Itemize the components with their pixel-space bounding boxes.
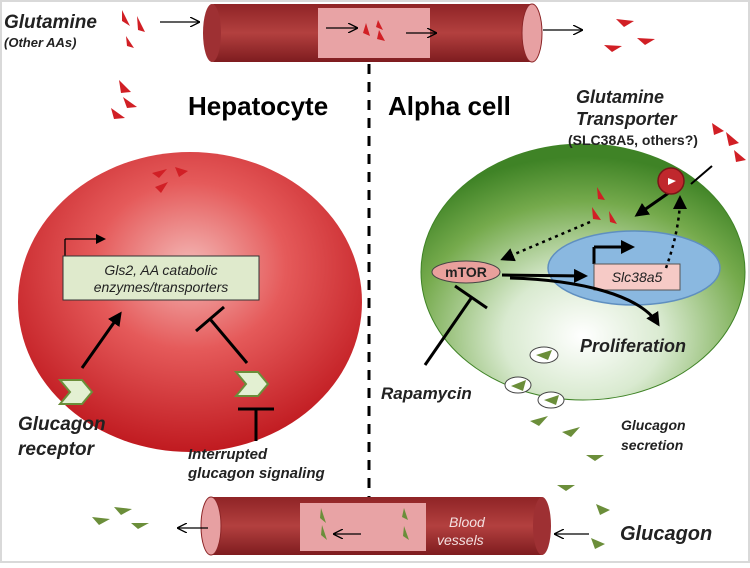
mtor-to-proliferation-arrow (509, 276, 660, 327)
secretion-vesicles (504, 346, 565, 409)
alpha-cell-title: Alpha cell (388, 91, 511, 121)
bottom-blood-vessel (200, 496, 551, 556)
interrupted-signaling-line1: Interrupted (188, 446, 268, 463)
mtor-to-slc38a5-arrow (501, 268, 588, 283)
receptor-activation-arrow (80, 311, 122, 369)
slc38a5-to-transporter-arrow (664, 195, 687, 269)
other-aas-label: (Other AAs) (4, 35, 76, 50)
gene-box-line1: Gls2, AA catabolic (104, 262, 217, 278)
blood-vessels-line2: vessels (437, 532, 484, 548)
glucagon-receptor-line1: Glucagon (18, 414, 106, 435)
top-blood-vessel (203, 3, 543, 63)
glucagon-secretion-line1: Glucagon (621, 417, 686, 433)
transporter-pointer-line (690, 165, 713, 185)
glucagon-receptor-interrupted (233, 371, 270, 397)
glucagon-receptor-active (57, 379, 94, 405)
glucagon-receptor-line2: receptor (18, 439, 96, 460)
glutamine-to-mtor-arrow (500, 220, 591, 262)
proliferation-label: Proliferation (580, 336, 686, 356)
mtor-node (431, 260, 501, 284)
mtor-label: mTOR (445, 264, 487, 280)
hepatocyte-gene-box (62, 234, 260, 301)
transporter-subtitle: (SLC38A5, others?) (568, 132, 698, 148)
gene-box-line2: enzymes/transporters (94, 279, 229, 295)
slc38a5-label: Slc38a5 (612, 269, 663, 285)
glutamine-label: Glutamine (4, 12, 97, 33)
transporter-import-arrow (634, 190, 671, 217)
rapamycin-label: Rapamycin (381, 384, 472, 403)
interrupted-signaling-line2: glucagon signaling (187, 465, 325, 482)
slc38a5-gene-box (592, 240, 681, 291)
glucagon-label: Glucagon (620, 523, 712, 545)
glucagon-secretion-line2: secretion (621, 437, 683, 453)
transporter-title-line1: Glutamine (576, 87, 664, 107)
hepatocyte-cell (18, 152, 362, 452)
glutamine-transporter-icon (657, 167, 685, 195)
blood-vessels-line1: Blood (449, 514, 486, 530)
interrupted-signaling-blocker (238, 407, 274, 441)
transporter-title-line2: Transporter (576, 109, 678, 129)
rapamycin-inhibition (423, 284, 488, 366)
glutamine-molecules (111, 10, 746, 224)
hepatocyte-title: Hepatocyte (188, 91, 328, 121)
glucagon-molecules (92, 416, 610, 549)
receptor-inhibition-line (195, 305, 249, 364)
